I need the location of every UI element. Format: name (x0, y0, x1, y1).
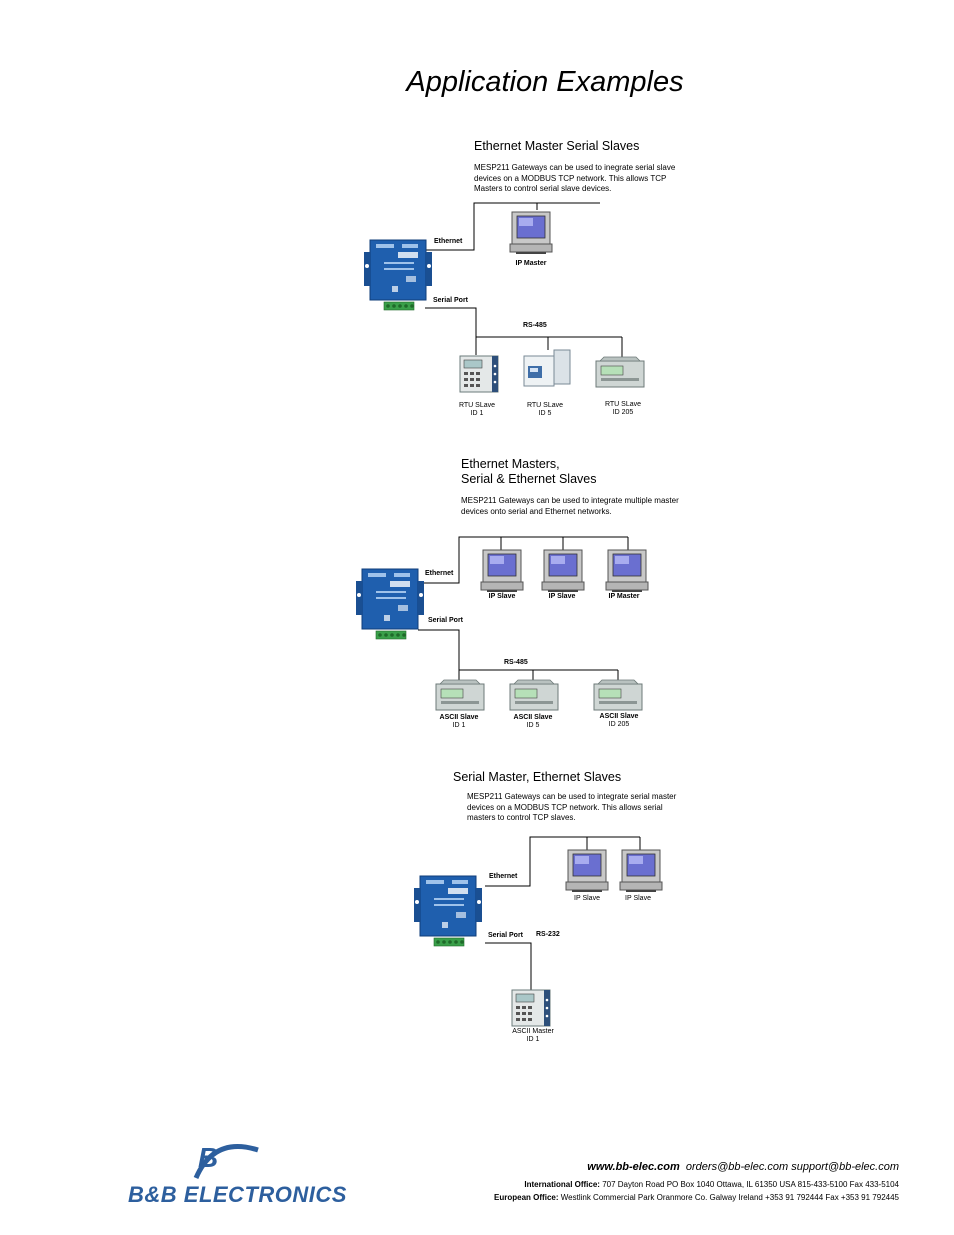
bb-logo-letter: B (198, 1142, 219, 1173)
s3-ascii-master-icon (511, 989, 551, 1027)
s1-serial-port-label: Serial Port (433, 297, 469, 304)
footer-euro-office: European Office: Westlink Commercial Par… (494, 1193, 899, 1202)
s1-rtu-slave-3-icon (595, 356, 645, 388)
section1-description: MESP211 Gateways can be used to inegrate… (474, 163, 676, 193)
s3-ethernet-label: Ethernet (489, 873, 518, 880)
s2-ethernet-label: Ethernet (425, 570, 454, 577)
s2-ip-slave-1-pc-icon (480, 549, 524, 593)
s3-gateway-device (413, 875, 483, 947)
s2-serial-port-label: Serial Port (428, 617, 464, 624)
page-title: Application Examples (406, 66, 684, 98)
s3-ip-slave-1-pc-icon (565, 849, 609, 893)
s3-ethernet-line (485, 836, 640, 887)
s3-serial-line (485, 942, 532, 990)
footer-website-link[interactable]: www.bb-elec.com (587, 1161, 680, 1173)
bb-electronics-logo: B&B ELECTRONICS (128, 1182, 347, 1207)
section3-wiring (485, 836, 641, 990)
s2-serial-bus (418, 629, 618, 671)
s2-ascii-slave-2-icon (509, 679, 559, 711)
s2-bus-label: RS-485 (504, 659, 528, 666)
s1-ethernet-label: Ethernet (434, 238, 463, 245)
section2-wiring (418, 536, 629, 682)
s2-ip-slave-2-pc-icon (541, 549, 585, 593)
section1-wiring (425, 202, 623, 357)
s2-ip-slave-2-label: IP Slave (548, 593, 576, 600)
s2-ethernet-line (418, 536, 628, 584)
s3-ip-slave-2-label: IP Slave (625, 895, 651, 902)
footer-contact-line: www.bb-elec.com orders@bb-elec.com suppo… (587, 1161, 899, 1173)
s1-ip-master-pc-icon (509, 211, 553, 255)
section3-description: MESP211 Gateways can be used to integrat… (467, 792, 677, 822)
s3-serial-port-label: Serial Port (488, 932, 524, 939)
section3-title: Serial Master, Ethernet Slaves (453, 770, 622, 784)
bb-logo-mark-icon (193, 1144, 259, 1180)
s3-ip-slave-1-label: IP Slave (574, 895, 600, 902)
s1-rtu-slave-1-icon (459, 355, 499, 393)
s2-ascii-slave-3-icon (593, 679, 643, 711)
s2-gateway-device (355, 568, 425, 640)
s2-ip-master-pc-icon (605, 549, 649, 593)
footer-emails[interactable]: orders@bb-elec.com support@bb-elec.com (685, 1161, 899, 1173)
s1-gateway-device (363, 239, 433, 311)
s2-ip-master-label: IP Master (608, 593, 640, 600)
section2-description: MESP211 Gateways can be used to integrat… (461, 496, 679, 516)
s1-serial-bus (425, 307, 622, 338)
s3-bus-label: RS-232 (536, 931, 560, 938)
s3-ip-slave-2-pc-icon (619, 849, 663, 893)
s1-rtu-slave-2-icon (523, 349, 571, 387)
s1-bus-label: RS-485 (523, 322, 547, 329)
s1-ip-master-label: IP Master (515, 260, 547, 267)
section2-title: Ethernet Masters,Serial & Ethernet Slave… (461, 457, 597, 486)
section1-title: Ethernet Master Serial Slaves (474, 139, 640, 153)
s2-ip-slave-1-label: IP Slave (488, 593, 516, 600)
footer-intl-office: International Office: 707 Dayton Road PO… (524, 1180, 899, 1189)
s2-ascii-slave-1-icon (435, 679, 485, 711)
